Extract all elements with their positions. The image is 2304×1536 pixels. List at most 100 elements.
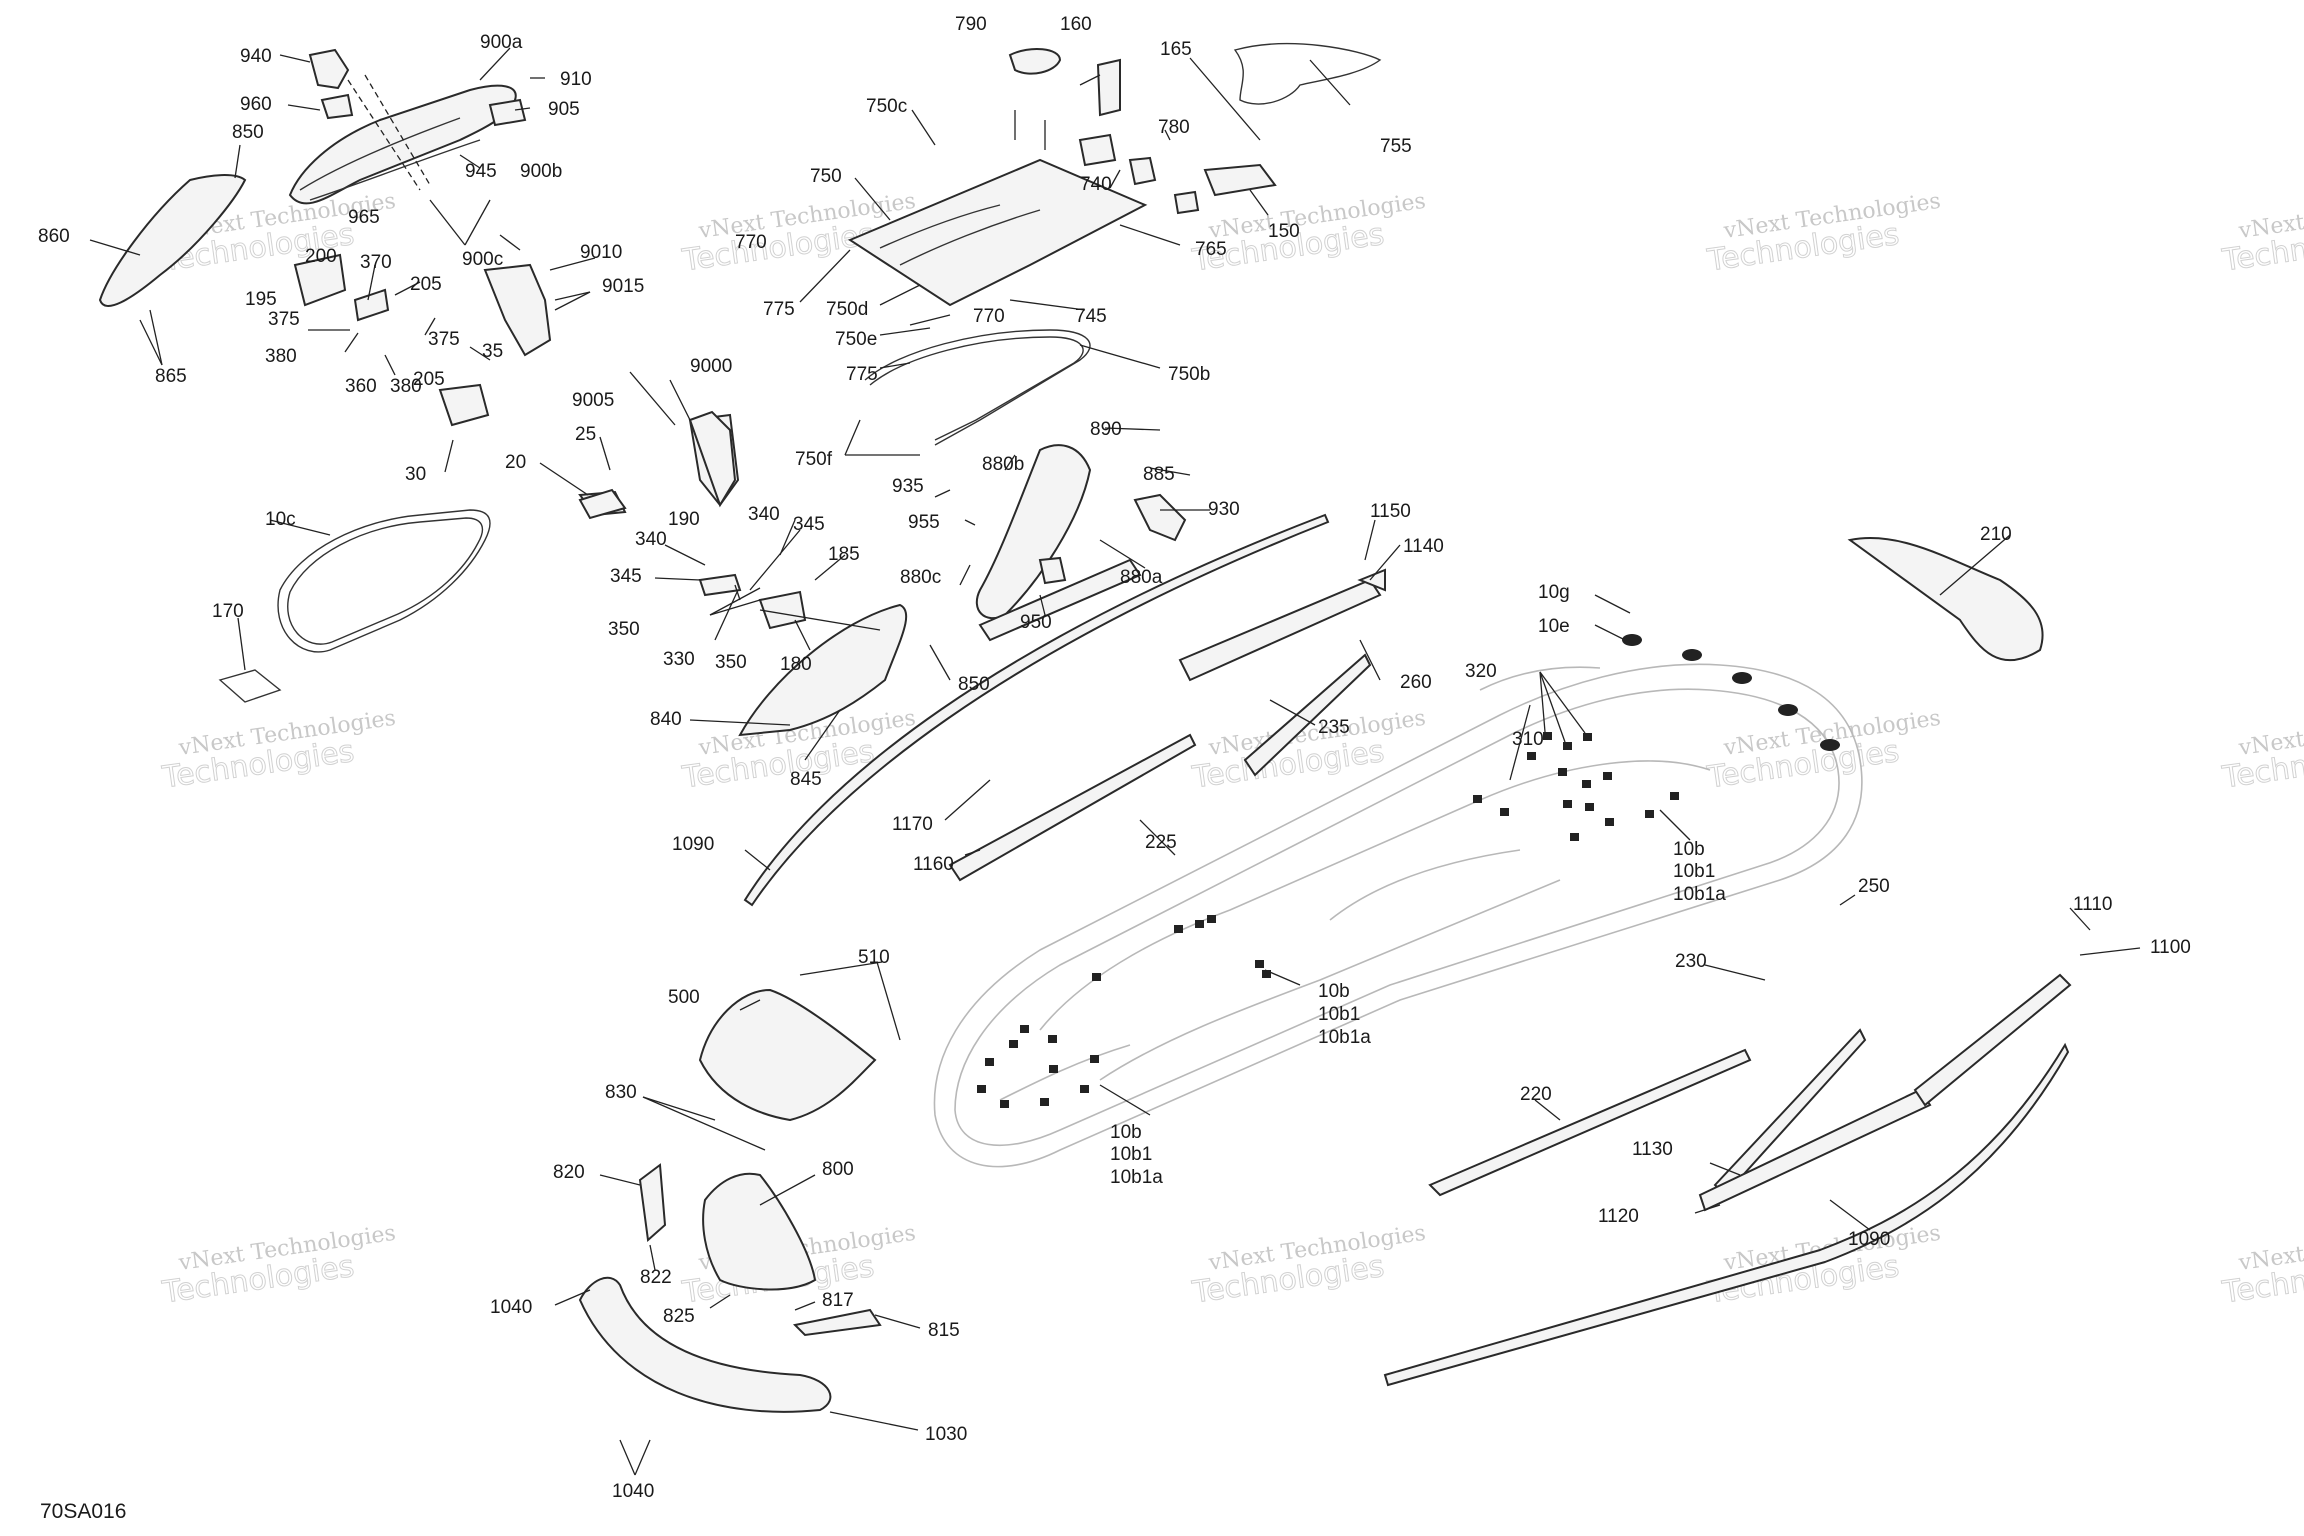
- callout-label: 235: [1318, 717, 1350, 738]
- callout-label: 945: [465, 161, 497, 182]
- callout-label: 900c: [462, 249, 503, 270]
- callout-label: 10b1: [1110, 1144, 1152, 1165]
- callout-label: 195: [245, 289, 277, 310]
- gaskets-10e: [1622, 634, 1840, 751]
- callout-label: 865: [155, 366, 187, 387]
- callout-label: 330: [663, 649, 695, 670]
- watermark: vNext Technologies Technologies: [2219, 189, 2304, 279]
- watermark-layer: vNext Technologies Technologies vNext Te…: [159, 189, 2304, 1311]
- callout-label: 880b: [982, 454, 1024, 475]
- callout-label: 825: [663, 1306, 695, 1327]
- callout-label: 950: [1020, 612, 1052, 633]
- callout-label: 250: [1858, 876, 1890, 897]
- callout-label: 510: [858, 947, 890, 968]
- callout-label: 800: [822, 1159, 854, 1180]
- callout-label: 10b1a: [1318, 1027, 1371, 1048]
- callout-label: 1160: [913, 854, 954, 875]
- callout-label: 10b1: [1318, 1004, 1360, 1025]
- callout-label: 200: [305, 246, 337, 267]
- callout-label: 750c: [866, 96, 907, 117]
- callout-label: 380: [390, 376, 422, 397]
- callout-label: 1090: [1848, 1229, 1890, 1250]
- callout-label: 310: [1512, 729, 1544, 750]
- callout-label: 30: [405, 464, 426, 485]
- callout-label: 955: [908, 512, 940, 533]
- leader-lines: [89, 47, 2141, 1476]
- callout-label: 350: [715, 652, 747, 673]
- callout-label: 360: [345, 376, 377, 397]
- callout-label: 320: [1465, 661, 1497, 682]
- middle-left-parts: [578, 410, 908, 737]
- callout-label: 9010: [580, 242, 622, 263]
- callout-label: 750b: [1168, 364, 1210, 385]
- callout-label: 10g: [1538, 582, 1570, 603]
- callout-label: 880a: [1120, 567, 1163, 588]
- callout-label: 750e: [835, 329, 877, 350]
- callout-label: 775: [763, 299, 795, 320]
- callout-label: 10b: [1318, 981, 1350, 1002]
- callout-label: 905: [548, 99, 580, 120]
- callout-label: 10b1a: [1673, 884, 1726, 905]
- callout-label: 965: [348, 207, 380, 228]
- watermark: vNext Technologies Technologies: [2219, 706, 2304, 796]
- callout-label: 890: [1090, 419, 1122, 440]
- callout-label: 1150: [1370, 501, 1411, 522]
- callout-label: 850: [232, 122, 264, 143]
- callout-label: 900b: [520, 161, 562, 182]
- callout-label: 770: [973, 306, 1005, 327]
- callout-label: 930: [1208, 499, 1240, 520]
- callout-label: 190: [668, 509, 700, 530]
- callout-label: 880c: [900, 567, 941, 588]
- callout-label: 765: [1195, 239, 1227, 260]
- callout-label: 345: [793, 514, 825, 535]
- callout-label: 180: [780, 654, 812, 675]
- callout-label: 840: [650, 709, 682, 730]
- gasket-10c: [218, 509, 491, 703]
- callout-label: 370: [360, 252, 392, 273]
- callout-label: 10c: [265, 509, 296, 530]
- callout-label: 780: [1158, 117, 1190, 138]
- callout-labels: 940 900a 910 960 905 850 900b 945 965 86…: [38, 14, 2191, 1502]
- callout-label: 170: [212, 601, 244, 622]
- callout-label: 9005: [572, 390, 614, 411]
- callout-label: 750f: [795, 449, 833, 470]
- callout-label: 1170: [892, 814, 933, 835]
- callout-label: 230: [1675, 951, 1707, 972]
- callout-label: 350: [608, 619, 640, 640]
- callout-label: 1110: [2073, 894, 2112, 915]
- callout-label: 345: [610, 566, 642, 587]
- watermark: vNext Technologies Technologies: [1704, 1221, 1942, 1311]
- callout-label: 10b1a: [1110, 1167, 1163, 1188]
- callout-label: 770: [735, 232, 767, 253]
- trim-strips: [743, 513, 2072, 1387]
- callout-label: 260: [1400, 672, 1432, 693]
- callout-label: 210: [1980, 524, 2012, 545]
- callout-label: 9000: [690, 356, 732, 377]
- callout-label: 220: [1520, 1084, 1552, 1105]
- callout-label: 1140: [1403, 536, 1444, 557]
- callout-label: 1040: [490, 1297, 532, 1318]
- callout-label: 225: [1145, 832, 1177, 853]
- callout-label: 960: [240, 94, 272, 115]
- watermark: vNext Technologies Technologies: [1189, 1221, 1427, 1311]
- callout-label: 885: [1143, 464, 1175, 485]
- callout-label: 790: [955, 14, 987, 35]
- watermark: vNext Technologies Technologies: [1704, 706, 1942, 796]
- storage-assembly: [847, 42, 1382, 620]
- callout-label: 150: [1268, 221, 1300, 242]
- diagram-code: 70SA016: [40, 1500, 126, 1523]
- callout-label: 755: [1380, 136, 1412, 157]
- watermark: vNext Technologies Technologies: [2219, 1221, 2304, 1311]
- watermark: vNext Technologies Technologies: [159, 1221, 397, 1311]
- callout-label: 820: [553, 1162, 585, 1183]
- callout-label: 850: [958, 674, 990, 695]
- callout-label: 1040: [612, 1481, 654, 1502]
- callout-label: 160: [1060, 14, 1092, 35]
- callout-label: 375: [428, 329, 460, 350]
- callout-label: 817: [822, 1290, 854, 1311]
- callout-label: 500: [668, 987, 700, 1008]
- callout-label: 205: [413, 369, 445, 390]
- callout-label: 380: [265, 346, 297, 367]
- callout-label: 940: [240, 46, 272, 67]
